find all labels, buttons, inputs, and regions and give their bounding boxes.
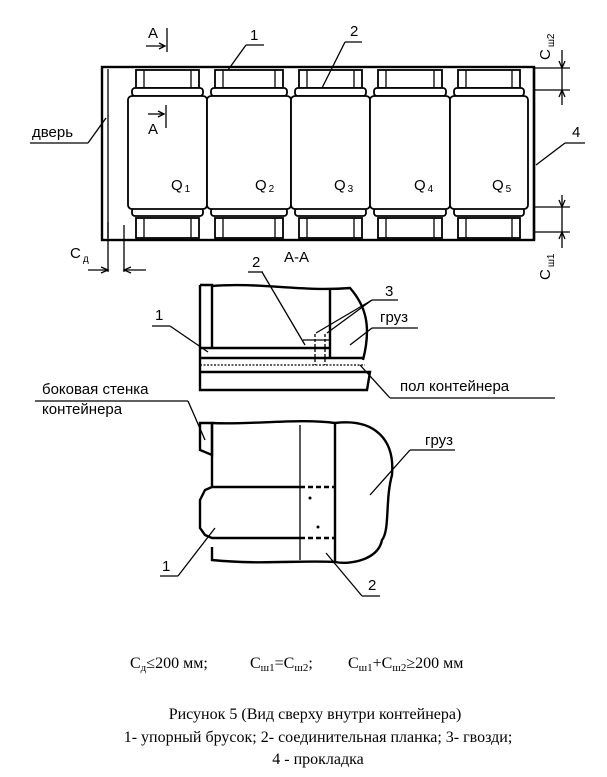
svg-text:Сд≤200 мм;: Сд≤200 мм; [130, 655, 208, 674]
svg-text:Сш1+Сш2≥200 мм: Сш1+Сш2≥200 мм [348, 655, 463, 674]
gap1-label: Сш1 [537, 253, 557, 280]
section-a-a: А-А 2 3 груз 1 пол контейнера [152, 249, 555, 399]
formula-line: Сд≤200 мм; Сш1=Сш2; Сш1+Сш2≥200 мм [130, 655, 463, 674]
bottom-blocking-bar [294, 207, 367, 239]
wall-label-line2: контейнера [42, 401, 123, 418]
top-blocking-bar [210, 69, 288, 97]
callout-2: 2 [350, 23, 358, 40]
legend-line-2: 4 - прокладка [272, 751, 364, 768]
section-callout-2: 2 [252, 254, 260, 271]
svg-text:Сш1=Сш2;: Сш1=Сш2; [250, 655, 313, 674]
crate-box [449, 95, 529, 210]
top-blocking-bar [131, 69, 204, 97]
crate-box [369, 95, 451, 210]
wall-label-line1: боковая стенка [42, 381, 149, 398]
section-mark-inner: A [148, 121, 158, 138]
detail-callout-2: 2 [368, 577, 376, 594]
gap2-label: Сш2 [537, 33, 557, 60]
bottom-blocking-bar [131, 207, 204, 239]
detail-cargo-label: груз [425, 432, 453, 449]
top-blocking-bar [373, 69, 447, 97]
detail-view: боковая стенка контейнера груз 1 2 [35, 381, 455, 597]
section-callout-3: 3 [385, 283, 393, 300]
top-blocking-bar [294, 69, 367, 97]
detail-callout-1: 1 [162, 558, 170, 575]
crate-box [127, 95, 208, 210]
door-label: дверь [32, 124, 73, 141]
callout-4: 4 [572, 124, 580, 141]
bottom-blocking-bar [210, 207, 288, 239]
bottom-blocking-bar [453, 207, 525, 239]
section-mark-top: A [148, 25, 158, 42]
section-callout-1: 1 [155, 307, 163, 324]
bottom-blocking-bar [373, 207, 447, 239]
crate-box [290, 95, 371, 210]
section-title: А-А [284, 249, 309, 266]
figure-caption: Рисунок 5 (Вид сверху внутри контейнера) [169, 706, 462, 723]
section-cargo-label: груз [380, 309, 408, 326]
callout-1: 1 [250, 27, 258, 44]
top-blocking-bar [453, 69, 525, 97]
floor-label: пол контейнера [400, 378, 510, 395]
legend-line-1: 1- упорный брусок; 2- соединительная пла… [124, 729, 513, 746]
crate-box [206, 95, 292, 210]
blocking-bars [131, 69, 525, 239]
